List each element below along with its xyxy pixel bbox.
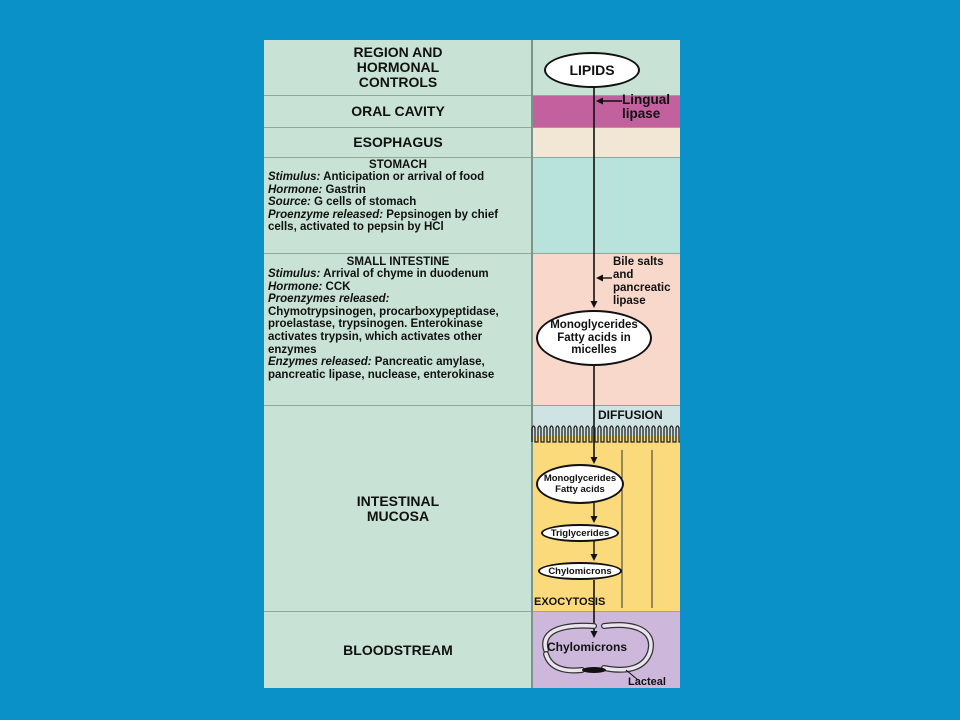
microvilli-border xyxy=(531,425,680,443)
stomach-stimulus: Anticipation or arrival of food xyxy=(320,171,485,183)
lacteal-opening xyxy=(582,667,606,673)
lacteal-vessel-wall-inner xyxy=(544,652,584,673)
stomach-proenzyme-label: Proenzyme released: xyxy=(268,208,384,221)
micelles-oval: Monoglycerides Fatty acids in micelles xyxy=(536,310,652,366)
stomach-proenzyme: Pepsinogen by chief cells, activated to … xyxy=(268,208,499,234)
small-enzymes: Pancreatic amylase, pancreatic lipase, n… xyxy=(268,356,495,381)
lacteal-vessel-wall-inner xyxy=(602,623,653,672)
esophagus-cell: ESOPHAGUS xyxy=(264,128,532,158)
intestinal-mucosa-cell: INTESTINAL MUCOSA xyxy=(264,406,532,612)
small-intestine-title: SMALL INTESTINE xyxy=(346,256,450,268)
lipids-oval: LIPIDS xyxy=(544,52,640,88)
chylomicrons-oval: Chylomicrons xyxy=(538,562,622,580)
lacteal-pointer xyxy=(625,669,639,681)
oral-cavity-title: ORAL CAVITY xyxy=(351,103,445,119)
lipid-digestion-figure: REGION AND HORMONAL CONTROLS ORAL CAVITY… xyxy=(264,40,680,688)
stomach-stimulus-label: Stimulus: xyxy=(268,171,321,183)
mono-fatty-oval: Monoglycerides Fatty acids xyxy=(536,464,624,504)
small-stimulus: Arrival of chyme in duodenum xyxy=(320,268,489,280)
intestinal-mucosa-title: INTESTINAL MUCOSA xyxy=(356,492,440,524)
small-hormone: CCK xyxy=(322,280,351,293)
stomach-title: STOMACH xyxy=(369,159,427,171)
small-proenzymes-label: Proenzymes released: xyxy=(268,293,390,306)
column-divider xyxy=(531,40,533,688)
esophagus-title: ESOPHAGUS xyxy=(353,134,443,150)
stomach-hormone-label: Hormone: xyxy=(268,183,323,196)
lacteal-label: Lacteal xyxy=(628,676,666,688)
lingual-lipase-label: Lingual lipase xyxy=(622,92,670,121)
small-hormone-label: Hormone: xyxy=(268,280,323,293)
flow-graphics xyxy=(531,86,680,681)
lacteal-vessel-wall-inner xyxy=(543,623,596,652)
stomach-details: Stimulus: Anticipation or arrival of foo… xyxy=(264,171,532,234)
esophagus-region-bar xyxy=(532,128,680,158)
stomach-source-label: Source: xyxy=(268,196,311,209)
small-intestine-details: Stimulus: Arrival of chyme in duodenum H… xyxy=(264,268,532,381)
stomach-source: G cells of stomach xyxy=(310,196,417,209)
stomach-region-bar xyxy=(532,158,680,254)
bloodstream-title: BLOODSTREAM xyxy=(343,641,453,658)
stomach-cell: STOMACH Stimulus: Anticipation or arriva… xyxy=(264,158,532,254)
diffusion-label: DIFFUSION xyxy=(598,408,663,422)
blood-chylomicrons-label: Chylomicrons xyxy=(547,640,628,654)
stomach-hormone: Gastrin xyxy=(322,183,366,196)
bloodstream-cell: BLOODSTREAM xyxy=(264,612,532,688)
small-stimulus-label: Stimulus: xyxy=(268,268,321,280)
small-proenzymes: Chymotrypsinogen, procarboxypeptidase, p… xyxy=(268,305,499,356)
oral-cavity-cell: ORAL CAVITY xyxy=(264,96,532,128)
small-intestine-cell: SMALL INTESTINE Stimulus: Arrival of chy… xyxy=(264,254,532,406)
triglycerides-oval: Triglycerides xyxy=(541,524,619,542)
header-title: REGION AND HORMONAL CONTROLS xyxy=(353,44,443,90)
header-cell: REGION AND HORMONAL CONTROLS xyxy=(264,40,532,96)
exocytosis-label: EXOCYTOSIS xyxy=(534,596,606,608)
bile-salts-label: Bile salts and pancreatic lipase xyxy=(613,256,671,307)
small-enzymes-label: Enzymes released: xyxy=(268,356,372,369)
